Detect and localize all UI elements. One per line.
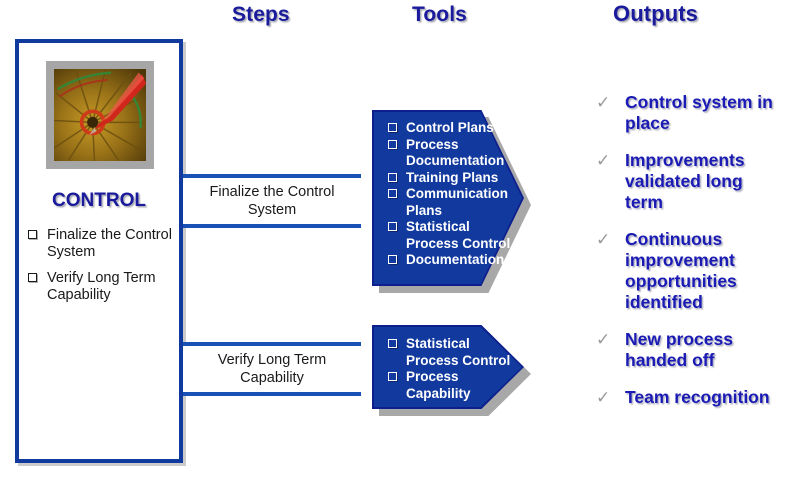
outputs-column: ✓ Control system in place ✓ Improvements… [596, 92, 782, 424]
check-icon: ✓ [596, 388, 611, 407]
check-icon: ✓ [596, 230, 611, 249]
list-item: Process Documentation [388, 137, 512, 170]
check-icon: ✓ [596, 330, 611, 349]
output-item: ✓ Continuous improvement opportunities i… [596, 229, 782, 313]
phase-bullet-label: Finalize the Control System [47, 227, 172, 260]
tool-label: Statistical Process Control [406, 219, 511, 251]
square-bullet-icon [388, 339, 397, 348]
list-item: Documentation [388, 252, 512, 269]
tool-label: Statistical Process Control [406, 336, 511, 368]
check-icon: ✓ [596, 93, 611, 112]
square-bullet-icon [388, 139, 397, 149]
output-label: Team recognition [625, 387, 770, 407]
list-item: Statistical Process Control [388, 219, 512, 252]
list-item: Statistical Process Control [388, 336, 512, 369]
output-item: ✓ Improvements validated long term [596, 150, 782, 213]
step-row: Finalize the Control System [183, 174, 361, 228]
square-bullet-icon [388, 372, 397, 381]
column-header-outputs: Outputs [613, 1, 699, 26]
square-bullet-icon [28, 273, 37, 282]
square-bullet-icon [28, 230, 37, 239]
output-label: Control system in place [625, 92, 773, 133]
square-bullet-icon [388, 222, 397, 231]
output-item: ✓ New process handed off [596, 329, 782, 371]
list-item: Communication Plans [388, 186, 512, 219]
output-item: ✓ Team recognition [596, 387, 782, 408]
phase-bullet-label: Verify Long Term Capability [47, 270, 156, 303]
square-bullet-icon [388, 123, 397, 132]
column-header-steps: Steps [232, 3, 290, 26]
output-item: ✓ Control system in place [596, 92, 782, 134]
step-label: Finalize the Control System [209, 184, 335, 218]
tool-list: Statistical Process Control Process Capa… [388, 336, 512, 402]
phase-bullet-list: Finalize the Control System Verify Long … [27, 227, 183, 313]
tool-label: Documentation [406, 252, 505, 267]
tool-label: Training Plans [406, 169, 499, 185]
output-label: New process handed off [625, 329, 733, 370]
tools-arrow-finalize-control-system: Control Plans Process Documentation Trai… [372, 110, 531, 293]
phase-image-frame [46, 61, 154, 169]
tool-label: Communication Plans [406, 186, 509, 218]
column-header-tools: Tools [412, 3, 467, 26]
tool-label: Control Plans [406, 120, 494, 135]
tool-list: Control Plans Process Documentation Trai… [388, 120, 512, 269]
tool-label: Process Capability [406, 369, 471, 401]
output-label: Improvements validated long term [625, 150, 745, 212]
tool-label: Process Documentation [406, 136, 505, 169]
phase-box-control: CONTROL Finalize the Control System Veri… [15, 39, 183, 463]
check-icon: ✓ [596, 151, 611, 170]
list-item: Finalize the Control System [27, 227, 183, 261]
square-bullet-icon [388, 189, 397, 198]
tools-arrow-verify-long-term-capability: Statistical Process Control Process Capa… [372, 325, 531, 416]
step-row: Verify Long Term Capability [183, 342, 361, 396]
list-item: Control Plans [388, 120, 512, 137]
square-bullet-icon [388, 172, 397, 182]
step-label: Verify Long Term Capability [217, 352, 327, 386]
list-item: Verify Long Term Capability [27, 270, 183, 304]
output-label: Continuous improvement opportunities ide… [625, 229, 737, 312]
list-item: Training Plans [388, 170, 512, 187]
phase-title: CONTROL [52, 190, 146, 211]
dartboard-bullseye-image [54, 69, 146, 161]
square-bullet-icon [388, 255, 397, 264]
steps-column: Finalize the Control System Verify Long … [183, 39, 361, 463]
list-item: Process Capability [388, 369, 512, 402]
